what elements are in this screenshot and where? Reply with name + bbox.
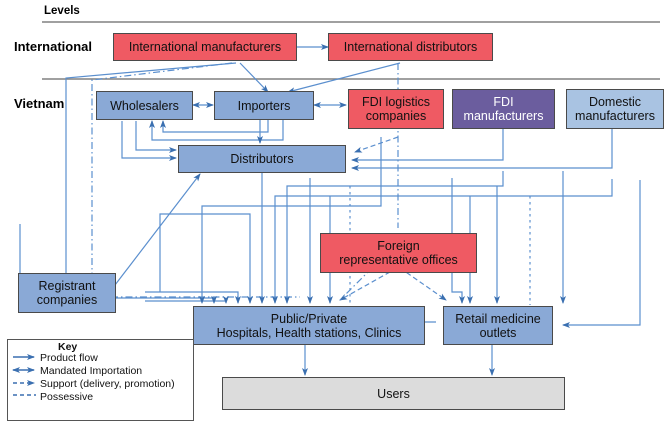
node-registrant-companies[interactable]: Registrant companies — [18, 273, 116, 313]
node-label: Distributors — [230, 152, 294, 166]
legend-item-product-flow: Product flow — [40, 352, 98, 364]
node-label: Wholesalers — [110, 98, 179, 113]
node-label: Importers — [237, 98, 291, 113]
node-importers[interactable]: Importers — [214, 91, 314, 120]
node-label-line1: Public/Private — [270, 311, 348, 326]
node-label-line1: Retail medicine — [455, 311, 541, 326]
node-distributors[interactable]: Distributors — [178, 145, 346, 173]
node-label-line1: FDI logistics — [361, 95, 431, 109]
node-users[interactable]: Users — [222, 377, 565, 410]
node-label-line2: Hospitals, Health stations, Clinics — [216, 325, 402, 340]
node-retail-medicine-outlets[interactable]: Retail medicine outlets — [443, 306, 553, 345]
node-public-private-hospitals[interactable]: Public/Private Hospitals, Health station… — [193, 306, 425, 345]
node-international-manufacturers[interactable]: International manufacturers — [113, 33, 297, 61]
node-wholesalers[interactable]: Wholesalers — [96, 91, 193, 120]
node-label-line1: Foreign — [377, 239, 420, 253]
legend-symbols — [12, 354, 36, 396]
node-domestic-manufacturers[interactable]: Domestic manufacturers — [566, 89, 664, 129]
node-label: International distributors — [343, 40, 478, 54]
node-label-line2: manufacturers — [575, 109, 655, 123]
node-foreign-representative-offices[interactable]: Foreign representative offices — [320, 233, 477, 273]
legend-item-possessive: Possessive — [40, 391, 94, 403]
node-label: International manufacturers — [128, 40, 282, 54]
node-label-line2: companies — [36, 293, 98, 307]
node-fdi-logistics-companies[interactable]: FDI logistics companies — [348, 89, 444, 129]
row-label-international: International — [14, 39, 93, 54]
legend-item-support: Support (delivery, promotion) — [40, 378, 175, 390]
node-label: Users — [377, 386, 410, 401]
legend-panel — [7, 339, 194, 421]
node-label-line1: Domestic — [588, 95, 642, 109]
node-label-line1: Registrant — [38, 279, 96, 293]
legend-item-mandated-importation: Mandated Importation — [40, 365, 143, 377]
node-fdi-manufacturers[interactable]: FDI manufacturers — [452, 89, 555, 129]
legend-title: Key — [58, 341, 78, 353]
node-international-distributors[interactable]: International distributors — [328, 33, 493, 61]
node-label-line2: companies — [365, 109, 427, 123]
node-label-line2: representative offices — [339, 253, 458, 267]
node-label-line2: outlets — [479, 325, 517, 340]
node-label-line1: FDI — [493, 95, 514, 109]
node-label-line2: manufacturers — [463, 109, 544, 123]
row-label-vietnam: Vietnam — [14, 96, 65, 111]
levels-header: Levels — [44, 5, 80, 17]
